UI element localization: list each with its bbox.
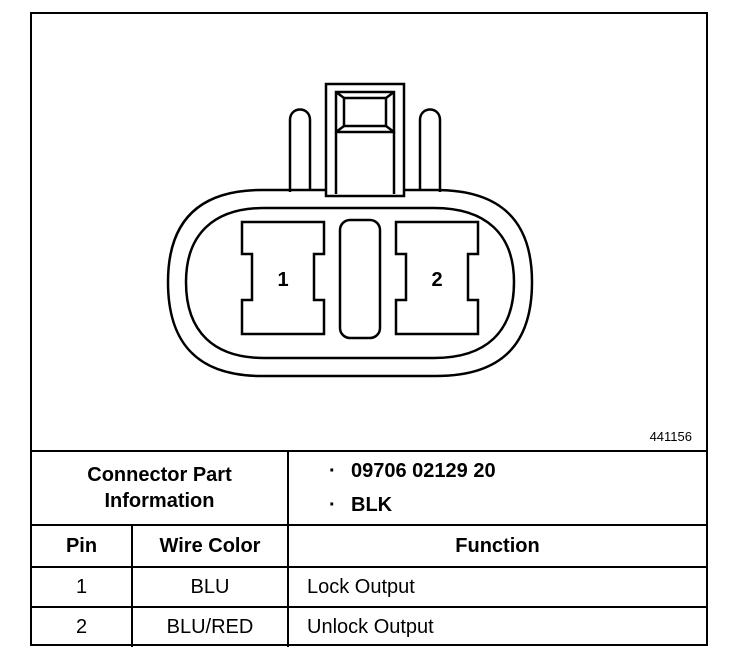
table-row: 2 BLU/RED Unlock Output	[32, 606, 706, 647]
pin-cell: 2	[32, 606, 133, 647]
connector-end-view-frame: 1 2 441156 Connector Part Information ·0…	[30, 12, 708, 647]
pin-2-cavity	[394, 220, 480, 336]
right-post	[418, 108, 442, 192]
part-number-item: ·09706 02129 20	[329, 460, 496, 482]
connector-diagram: 1 2	[166, 82, 534, 378]
left-post	[288, 108, 312, 192]
function-cell: Unlock Output	[287, 606, 706, 647]
table-header-row: Pin Wire Color Function	[32, 524, 706, 568]
connector-inner-face	[184, 206, 516, 360]
header-function: Function	[287, 524, 706, 568]
wire-color-cell: BLU/RED	[131, 606, 289, 647]
header-wire-color: Wire Color	[131, 524, 289, 568]
figure-number: 441156	[649, 429, 692, 444]
color-item: ·BLK	[329, 494, 393, 516]
connector-part-values: ·09706 02129 20 ·BLK	[287, 450, 706, 526]
function-cell: Lock Output	[287, 566, 706, 608]
pin-cell: 1	[32, 566, 133, 608]
header-pin: Pin	[32, 524, 133, 568]
pin-2-label: 2	[431, 269, 442, 291]
connector-part-label: Connector Part Information	[32, 450, 289, 526]
connector-part-row: Connector Part Information ·09706 02129 …	[32, 450, 706, 526]
pin-1-cavity	[240, 220, 326, 336]
wire-color-cell: BLU	[131, 566, 289, 608]
locking-tab	[324, 82, 406, 198]
pin-1-label: 1	[277, 269, 288, 291]
locking-tab-window	[334, 90, 396, 134]
center-key-slot	[338, 218, 382, 340]
connector-info-table: Connector Part Information ·09706 02129 …	[32, 450, 706, 647]
connector-outer-shell	[166, 188, 534, 378]
table-row: 1 BLU Lock Output	[32, 566, 706, 608]
